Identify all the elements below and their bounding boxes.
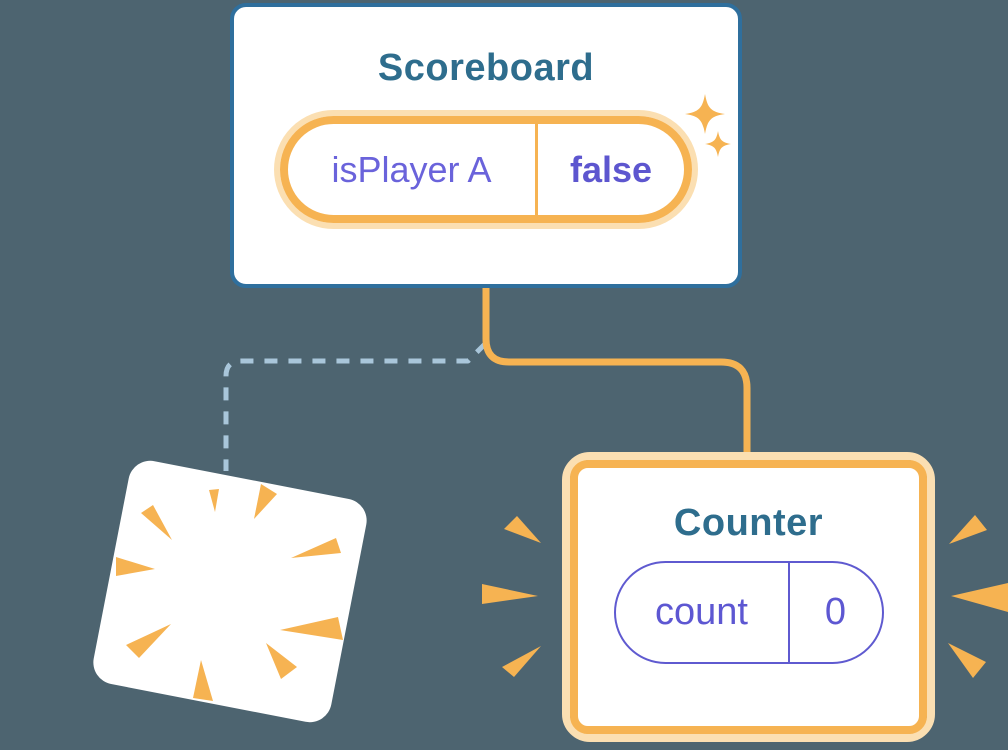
- counter-card: Counter count 0: [562, 452, 935, 742]
- state-value: 0: [824, 591, 847, 633]
- counter-state-pill: count 0: [613, 561, 884, 664]
- removed-component-card: [89, 456, 371, 727]
- scoreboard-title: Scoreboard: [377, 47, 595, 89]
- pill-divider: [535, 124, 538, 215]
- scoreboard-state-pill: isPlayer A false: [274, 110, 698, 229]
- state-label: isPlayer A: [331, 148, 492, 190]
- connector-solid-counter: [482, 284, 751, 456]
- state-value: false: [569, 148, 653, 190]
- state-label: count: [655, 591, 748, 633]
- connector-dashed-removed: [223, 341, 488, 471]
- scoreboard-state-pill-ring: isPlayer A false: [280, 116, 692, 223]
- counter-card-inner: Counter count 0: [570, 460, 927, 734]
- pill-divider: [787, 563, 790, 662]
- scoreboard-card: Scoreboard isPlayer A false: [230, 3, 742, 288]
- counter-title: Counter: [673, 502, 824, 544]
